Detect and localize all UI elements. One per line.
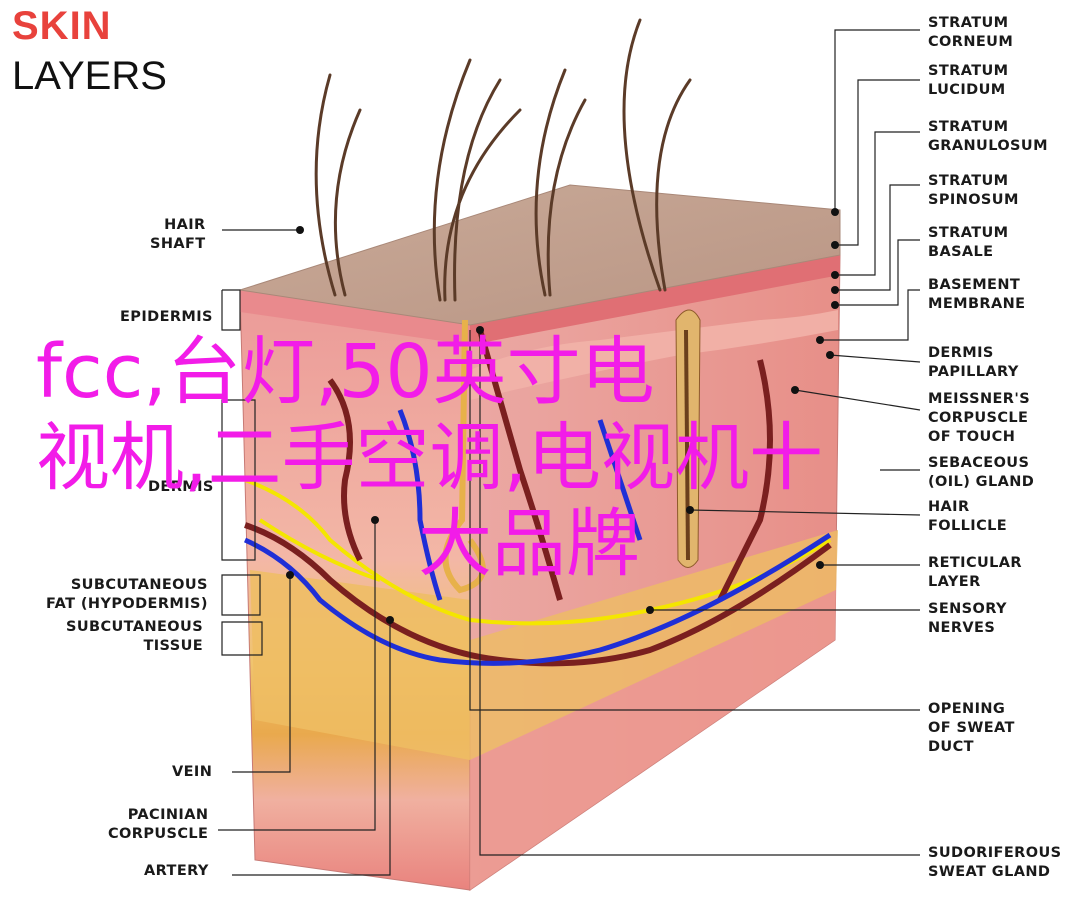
label-opening-sweat-duct: OPENING OF SWEAT DUCT bbox=[928, 700, 1015, 757]
label-meissner-corpuscle: MEISSNER'S CORPUSCLE OF TOUCH bbox=[928, 390, 1030, 447]
label-text: HAIR SHAFT bbox=[150, 217, 206, 252]
label-text: STRATUM SPINOSUM bbox=[928, 173, 1019, 208]
label-text: VEIN bbox=[172, 764, 213, 780]
label-text: SEBACEOUS (OIL) GLAND bbox=[928, 455, 1035, 490]
label-dermis-papillary: DERMIS PAPILLARY bbox=[928, 344, 1019, 382]
label-text: SUDORIFEROUS SWEAT GLAND bbox=[928, 845, 1062, 880]
label-stratum-corneum: STRATUM CORNEUM bbox=[928, 14, 1013, 52]
overlay-text-line3: 大品牌 bbox=[418, 501, 640, 587]
label-text: PACINIAN CORPUSCLE bbox=[108, 807, 209, 842]
label-text: STRATUM CORNEUM bbox=[928, 15, 1014, 50]
label-text: ARTERY bbox=[144, 863, 209, 879]
label-text: EPIDERMIS bbox=[120, 309, 213, 325]
label-vein: VEIN bbox=[172, 763, 212, 782]
label-pacinian-corpuscle: PACINIAN CORPUSCLE bbox=[108, 806, 208, 844]
overlay-text-line1: fcc,台灯,50英寸电 bbox=[36, 329, 655, 415]
label-stratum-basale: STRATUM BASALE bbox=[928, 224, 1009, 262]
label-stratum-spinosum: STRATUM SPINOSUM bbox=[928, 172, 1019, 210]
label-text: STRATUM LUCIDUM bbox=[928, 63, 1009, 98]
label-sensory-nerves: SENSORY NERVES bbox=[928, 600, 1007, 638]
front-fat-band bbox=[250, 570, 470, 760]
label-stratum-lucidum: STRATUM LUCIDUM bbox=[928, 62, 1009, 100]
hairs bbox=[314, 18, 692, 302]
title-skin: SKIN bbox=[12, 4, 112, 48]
label-text: OPENING OF SWEAT DUCT bbox=[928, 701, 1015, 755]
label-text: STRATUM GRANULOSUM bbox=[928, 119, 1048, 154]
block-top bbox=[239, 184, 841, 326]
label-subcutaneous-tissue: SUBCUTANEOUS TISSUE bbox=[66, 618, 203, 656]
sweat-duct-shape bbox=[442, 319, 486, 594]
nerves bbox=[244, 478, 832, 626]
title-layers: LAYERS bbox=[12, 54, 167, 98]
label-text: SENSORY NERVES bbox=[928, 601, 1007, 636]
label-reticular-layer: RETICULAR LAYER bbox=[928, 554, 1022, 592]
leader-dots bbox=[286, 208, 839, 624]
label-epidermis: EPIDERMIS bbox=[120, 308, 213, 327]
label-sebaceous-gland: SEBACEOUS (OIL) GLAND bbox=[928, 454, 1034, 492]
label-text: SUBCUTANEOUS TISSUE bbox=[66, 619, 204, 654]
label-stratum-granulosum: STRATUM GRANULOSUM bbox=[928, 118, 1048, 156]
label-sudoriferous-gland: SUDORIFEROUS SWEAT GLAND bbox=[928, 844, 1061, 882]
label-artery: ARTERY bbox=[144, 862, 209, 881]
label-text: STRATUM BASALE bbox=[928, 225, 1009, 260]
leader-lines bbox=[218, 29, 921, 876]
epidermis-strip bbox=[240, 255, 840, 345]
label-text: BASEMENT MEMBRANE bbox=[928, 277, 1026, 312]
overlay-text-line2: 视机,二手空调,电视机十 bbox=[36, 415, 824, 501]
hair-follicle-shape bbox=[675, 309, 701, 568]
label-text: HAIR FOLLICLE bbox=[928, 499, 1008, 534]
label-text: SUBCUTANEOUS FAT (HYPODERMIS) bbox=[46, 577, 208, 612]
label-basement-membrane: BASEMENT MEMBRANE bbox=[928, 276, 1025, 314]
label-hair-shaft: HAIR SHAFT bbox=[150, 216, 206, 254]
label-text: DERMIS bbox=[148, 479, 214, 495]
label-text: DERMIS PAPILLARY bbox=[928, 345, 1019, 380]
label-dermis: DERMIS bbox=[148, 478, 214, 497]
label-text: MEISSNER'S CORPUSCLE OF TOUCH bbox=[928, 391, 1031, 445]
label-hair-follicle: HAIR FOLLICLE bbox=[928, 498, 1007, 536]
label-text: RETICULAR LAYER bbox=[928, 555, 1022, 590]
label-subcutaneous-fat: SUBCUTANEOUS FAT (HYPODERMIS) bbox=[46, 576, 208, 614]
